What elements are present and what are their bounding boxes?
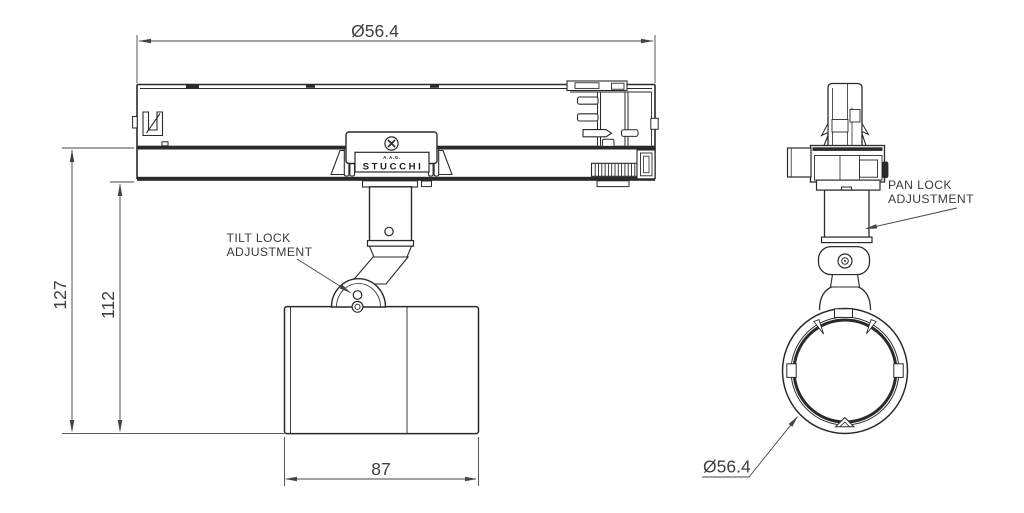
dimension-overall-height: 127 — [50, 147, 285, 435]
end-block — [636, 149, 656, 180]
lamp-head-side — [283, 305, 480, 435]
dimension-track-length: Ø56.4 — [136, 21, 656, 83]
head-dome-front — [818, 283, 872, 311]
tilt-lock-label-line1: TILT LOCK — [227, 231, 291, 245]
track-adapter-front — [786, 82, 889, 191]
tilt-lock-label-line2: ADJUSTMENT — [227, 245, 313, 259]
pan-tilt-joint-front — [817, 245, 871, 288]
bezel-notch-top — [834, 308, 853, 318]
dim-head-diameter-value: Ø56.4 — [703, 457, 751, 477]
tilt-lock-screw — [352, 290, 363, 300]
contact-pins — [576, 96, 639, 138]
tilt-joint — [330, 278, 387, 313]
adapter-screw — [384, 136, 399, 151]
dimension-head-length: 87 — [284, 437, 479, 486]
side-view: A.A.G. STUCCHI — [132, 80, 659, 435]
pan-lock-label-line1: PAN LOCK — [888, 178, 952, 192]
front-view — [781, 82, 909, 435]
bezel-notch-right — [893, 363, 904, 378]
track-connector-compartment — [576, 92, 659, 188]
pan-lock-label-line2: ADJUSTMENT — [888, 192, 974, 206]
dim-overall-height-value: 127 — [50, 280, 70, 309]
adapter-wings — [330, 149, 453, 176]
dimension-body-height: 112 — [98, 181, 134, 433]
stucchi-adapter: A.A.G. STUCCHI — [330, 131, 453, 188]
stem-front — [820, 189, 873, 244]
brand-prefix: A.A.G. — [383, 155, 401, 160]
dim-head-length-value: 87 — [371, 459, 390, 479]
brand-plate: A.A.G. STUCCHI — [354, 151, 430, 173]
pan-lock-label: PAN LOCK ADJUSTMENT — [865, 178, 974, 230]
pan-lock-element — [881, 161, 889, 179]
stem-side — [348, 186, 415, 285]
brand-name: STUCCHI — [363, 162, 424, 173]
dim-track-length-value: Ø56.4 — [351, 21, 399, 41]
lamp-head-front — [781, 307, 909, 435]
phase-selector-gear — [590, 162, 638, 177]
dim-body-height-value: 112 — [98, 291, 118, 319]
track-top-notches — [186, 84, 439, 89]
track-end-clip-left — [132, 111, 169, 147]
track-top-mount-tab — [566, 80, 628, 92]
bezel-notch-left — [786, 363, 797, 378]
dimension-head-diameter: Ø56.4 — [702, 416, 798, 478]
tilt-lock-label: TILT LOCK ADJUSTMENT — [227, 231, 351, 294]
